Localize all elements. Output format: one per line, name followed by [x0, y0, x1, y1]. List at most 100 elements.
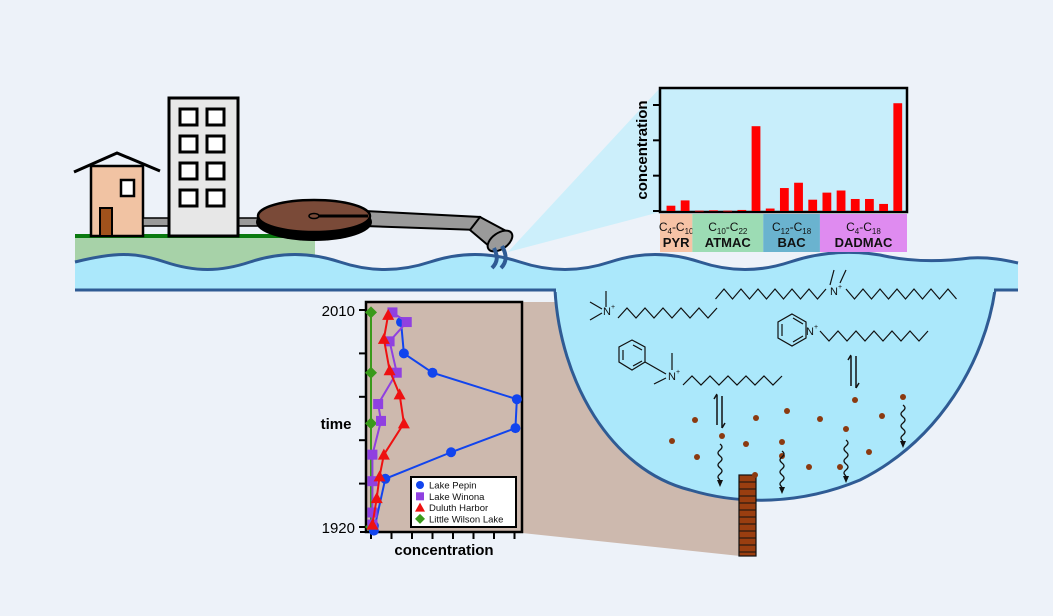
y-tick-label: 1920	[322, 520, 355, 537]
marker-triangle	[366, 518, 379, 530]
marker-square	[367, 476, 378, 487]
settling-arrow-icon	[900, 404, 906, 442]
marker-square	[391, 367, 402, 378]
house	[73, 151, 161, 238]
bar	[836, 190, 846, 211]
y-axis-label: time	[321, 416, 352, 433]
marker-triangle	[383, 364, 396, 376]
qac-bar-chart: concentrationC4-C10PYRC10-C22ATMACC12-C1…	[634, 86, 909, 252]
particle	[719, 433, 725, 439]
marker-triangle	[377, 332, 390, 344]
settling-arrows	[717, 404, 906, 494]
arrowhead-icon	[843, 476, 849, 483]
group-name: BAC	[778, 235, 807, 250]
particle	[837, 464, 843, 470]
marker-diamond	[415, 513, 425, 524]
particle	[866, 449, 872, 455]
house-window	[119, 178, 136, 198]
charge-sign: +	[814, 324, 818, 331]
atmac-molecule: N +	[589, 291, 718, 321]
bar	[666, 205, 676, 211]
marker-square	[373, 399, 384, 410]
bar	[779, 188, 789, 211]
group-chain-range: C12-C18	[772, 220, 812, 236]
bar	[865, 198, 874, 211]
marker-circle	[511, 394, 522, 405]
charge-sign: +	[838, 284, 842, 291]
particle	[852, 397, 858, 403]
group-band-pyr	[660, 214, 693, 252]
group-chain-range: C4-C18	[846, 220, 881, 236]
particle	[806, 464, 812, 470]
arrowhead-icon	[779, 487, 785, 494]
particle	[669, 438, 675, 444]
particle	[753, 415, 759, 421]
group-band-dadmac	[819, 214, 907, 252]
settling-arrow-icon	[717, 443, 723, 481]
charge-sign: +	[611, 304, 615, 311]
legend-label: Little Wilson Lake	[429, 514, 503, 525]
marker-square	[367, 507, 378, 518]
marker-square	[387, 307, 398, 318]
molecules: N + N + N +	[589, 269, 957, 386]
legend-label: Lake Pepin	[429, 481, 477, 492]
particle	[900, 394, 906, 400]
effluent-discharge-icon	[490, 245, 508, 270]
bar	[765, 208, 775, 211]
river	[74, 250, 1019, 292]
nitrogen-label: N	[668, 371, 676, 383]
settling-arrow-icon	[843, 439, 849, 477]
group-chain-range: C10-C22	[708, 220, 748, 236]
bar	[794, 182, 803, 211]
arrowhead-icon	[900, 441, 906, 448]
marker-triangle	[382, 308, 395, 320]
building-window	[178, 107, 199, 127]
marker-square	[384, 336, 395, 347]
x-axis-label: concentration	[394, 542, 493, 559]
particle	[779, 439, 785, 445]
equilibrium-arrow-icon	[713, 393, 726, 429]
building-window	[178, 134, 199, 154]
group-name: ATMAC	[705, 235, 752, 250]
marker-square	[401, 317, 412, 328]
building-window	[205, 107, 226, 127]
bar	[893, 103, 903, 211]
building-window	[178, 188, 199, 208]
house-door	[99, 207, 113, 237]
core-body	[738, 474, 757, 557]
benzalkonium-molecule: N +	[618, 339, 783, 386]
building-window	[205, 161, 226, 181]
marker-circle	[416, 481, 424, 489]
dadmac-molecule: N +	[715, 269, 957, 300]
bar	[709, 210, 718, 212]
nitrogen-label: N	[806, 326, 814, 338]
y-axis-label: concentration	[634, 100, 651, 199]
nitrogen-label: N	[830, 286, 838, 298]
treatment-tank	[256, 198, 372, 241]
marker-triangle	[377, 448, 390, 460]
bar	[737, 209, 747, 211]
particle	[752, 472, 758, 478]
projection-cone	[508, 88, 660, 252]
sediment-core	[738, 474, 757, 557]
building-window	[178, 161, 199, 181]
equilibrium-arrow-icon	[847, 354, 860, 389]
marker-circle	[510, 423, 521, 434]
marker-square	[367, 449, 378, 460]
particle	[879, 413, 885, 419]
marker-triangle	[397, 417, 410, 429]
marker-triangle	[373, 470, 386, 482]
pyridinium-molecule: N +	[777, 313, 929, 347]
arrowhead-icon	[717, 480, 723, 487]
legend-label: Duluth Harbor	[429, 503, 488, 514]
marker-diamond	[365, 366, 377, 379]
bar	[751, 126, 761, 211]
marker-square	[376, 415, 387, 426]
y-tick-label: 2010	[322, 303, 355, 320]
marker-circle	[427, 367, 438, 378]
particle	[843, 426, 849, 432]
legend-box	[410, 476, 517, 528]
